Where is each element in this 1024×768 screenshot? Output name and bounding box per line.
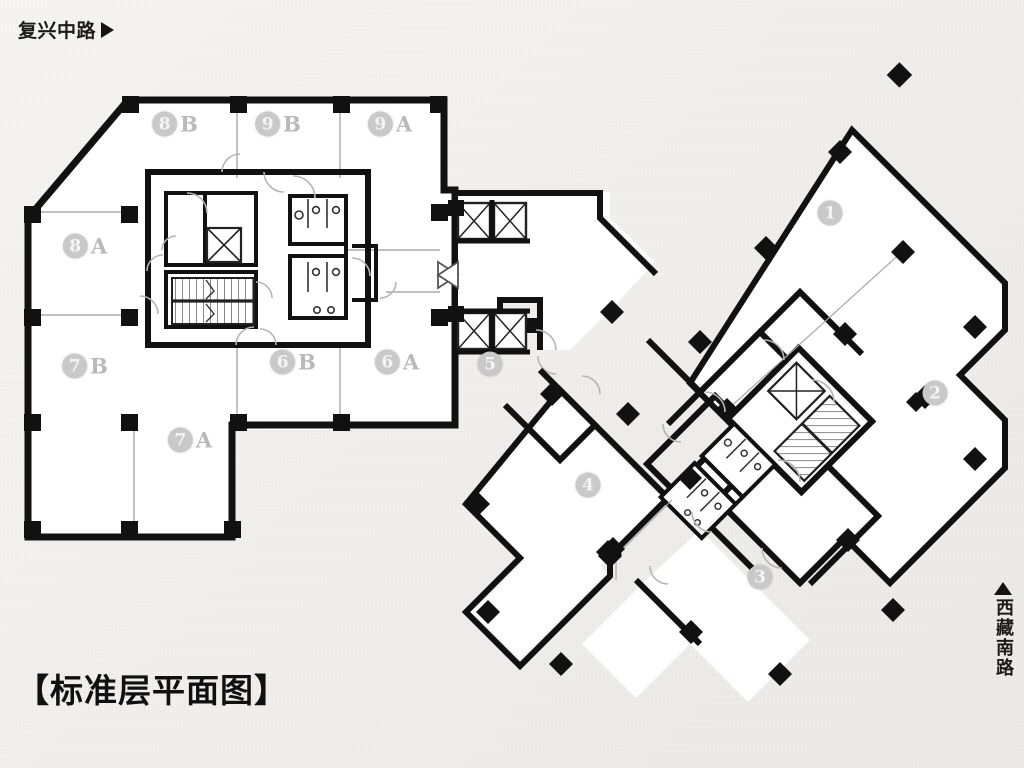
triangle-up-icon (993, 582, 1012, 595)
east-zone3-floor (582, 530, 810, 702)
unit-marker-4[interactable]: 4 (575, 472, 601, 498)
east-door-swings (581, 339, 835, 585)
unit-number: 7 (167, 427, 193, 453)
east-restrooms (657, 420, 779, 541)
unit-suffix: A (402, 349, 420, 375)
connector-door-swings (535, 329, 557, 375)
unit-suffix: B (90, 353, 108, 379)
west-partition-lines (32, 104, 440, 534)
east-building (461, 62, 1008, 702)
unit-marker-2[interactable]: 2 (922, 380, 948, 406)
unit-number: 3 (747, 564, 773, 590)
connector-top-wall (455, 190, 659, 277)
revolving-door-icon (436, 260, 460, 290)
unit-suffix: A (395, 111, 413, 137)
unit-number: 8 (62, 233, 88, 259)
west-elevator (205, 226, 243, 264)
unit-marker-3[interactable]: 3 (747, 564, 773, 590)
unit-suffix: A (195, 427, 213, 453)
road-label-xizang-text: 西藏南路 (993, 598, 1014, 678)
east-zone4-outer-wall (461, 385, 673, 671)
west-door-swings (139, 153, 397, 346)
unit-number: 9 (255, 111, 281, 137)
connector-lobby (436, 190, 659, 375)
east-zone4-floor (466, 390, 668, 666)
elevator-bank-lower (456, 308, 530, 355)
unit-number: 2 (922, 380, 948, 406)
page-title: 【标准层平面图】 (16, 671, 288, 710)
unit-marker-1[interactable]: 1 (817, 200, 843, 226)
unit-number: 9 (367, 111, 393, 137)
unit-number: 7 (62, 353, 88, 379)
road-label-xizang-road: 西藏南路 (993, 582, 1014, 678)
unit-number: 6 (270, 349, 296, 375)
unit-suffix: B (283, 111, 301, 137)
unit-suffix: B (298, 349, 316, 375)
west-core-wall (145, 169, 371, 348)
connector-columns (448, 200, 542, 333)
unit-number: 6 (374, 349, 400, 375)
west-restrooms (288, 194, 378, 320)
elevator-bank-upper (456, 200, 530, 244)
unit-number: 5 (477, 351, 503, 377)
unit-suffix: B (180, 111, 198, 137)
west-columns (24, 96, 448, 538)
unit-number: 4 (575, 472, 601, 498)
west-core (145, 169, 378, 348)
unit-number: 1 (817, 200, 843, 226)
unit-number: 8 (152, 111, 178, 137)
road-label-fuxing-text: 复兴中路 (18, 20, 97, 42)
triangle-right-icon (101, 21, 115, 38)
unit-marker-5[interactable]: 5 (477, 351, 503, 377)
west-building (24, 96, 459, 541)
west-stairs (171, 277, 255, 325)
unit-suffix: A (90, 233, 108, 259)
road-label-fuxing-road: 复兴中路 (18, 16, 115, 43)
